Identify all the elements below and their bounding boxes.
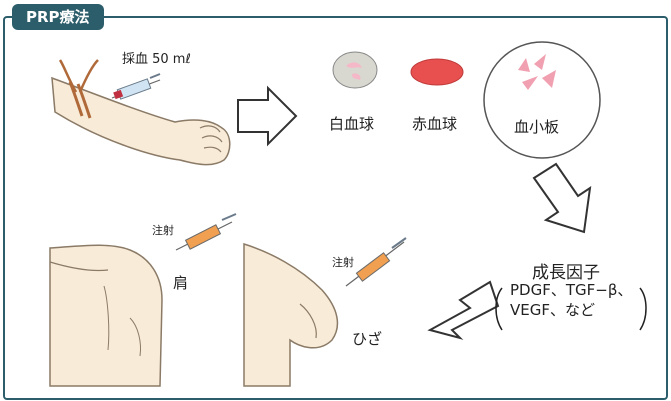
knee-syringe — [345, 237, 407, 287]
arrow-left-icon — [427, 280, 500, 340]
platelet-circle — [483, 41, 601, 159]
shoulder-injection-label: 注射 — [152, 224, 174, 237]
knee-illustration — [243, 242, 339, 387]
arm-illustration — [51, 76, 231, 166]
arrow-down-icon — [532, 162, 592, 234]
red-blood-cell-label: 赤血球 — [412, 115, 458, 133]
left-paren — [495, 287, 503, 331]
growth-factor-heading: 成長因子 — [532, 263, 600, 283]
right-paren — [639, 287, 647, 331]
growth-factor-list: PDGF、TGF−β、 VEGF、など — [500, 280, 632, 320]
growth-factor-line2: VEGF、など — [510, 301, 595, 319]
white-blood-cell-label: 白血球 — [329, 115, 375, 133]
blood-draw-label: 採血 50 mℓ — [122, 52, 191, 67]
diagram-title: PRP療法 — [12, 4, 104, 30]
shoulder-syringe — [175, 213, 237, 251]
shoulder-label: 肩 — [173, 274, 189, 292]
tourniquet-illustration — [58, 59, 99, 119]
blood-draw-syringe — [111, 73, 161, 100]
knee-injection-label: 注射 — [332, 256, 354, 269]
arrow-right-icon — [237, 85, 298, 147]
shoulder-illustration — [49, 244, 163, 387]
red-blood-cell-icon — [410, 58, 464, 86]
knee-label: ひざ — [352, 330, 383, 348]
platelet-label: 血小板 — [514, 118, 560, 136]
white-blood-cell-icon — [332, 51, 378, 89]
growth-factor-line1: PDGF、TGF−β、 — [510, 281, 633, 299]
